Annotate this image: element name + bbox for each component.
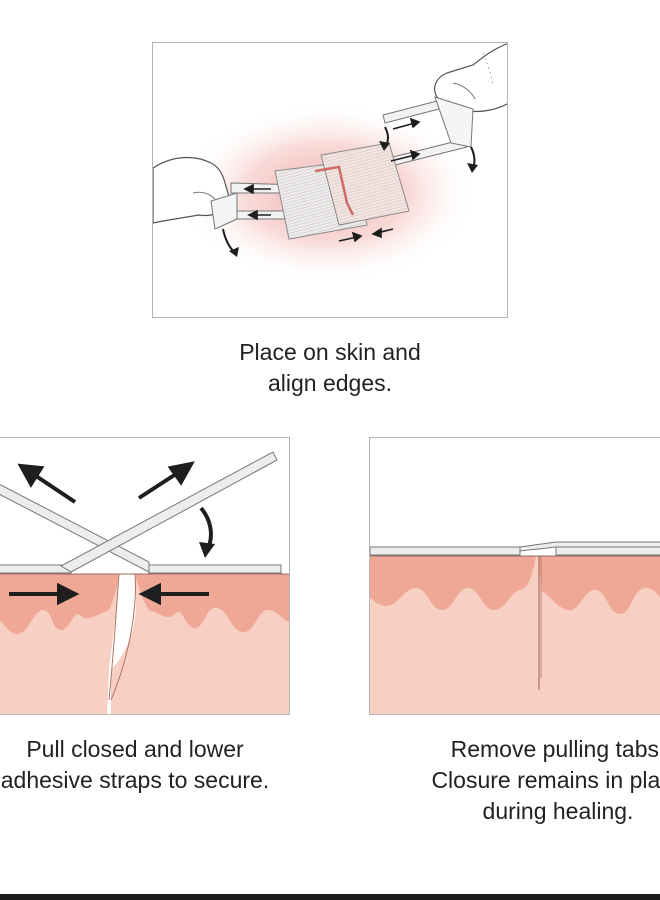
- step-1-caption-line-1: Place on skin and: [239, 339, 421, 365]
- right-hand: [434, 43, 507, 113]
- step-2-caption-line-1: Pull closed and lower: [26, 736, 244, 762]
- curved-down-arrow: [199, 506, 213, 547]
- bottom-bar: [0, 894, 660, 900]
- strap-right-to-left: [59, 451, 278, 573]
- step-3-illustration: [369, 437, 660, 715]
- wound-line: [314, 165, 355, 216]
- step-2-caption: Pull closed and lower adhesive straps to…: [0, 734, 370, 796]
- strap-pad-right: [148, 564, 282, 574]
- step-1-caption-line-2: align edges.: [267, 370, 393, 396]
- strap-pad-left: [0, 564, 72, 574]
- strap-pad-right: [555, 546, 660, 556]
- step-1-illustration: [152, 42, 508, 318]
- step-2-illustration: [0, 437, 290, 715]
- strap-bridge: [519, 541, 660, 552]
- strap-pad-left: [370, 546, 521, 556]
- step-3-caption-line-3: during healing.: [482, 798, 634, 824]
- step-3-caption-line-1: Remove pulling tabs.: [450, 736, 660, 762]
- step-2-caption-line-2: adhesive straps to secure.: [0, 767, 270, 793]
- step-3-caption-line-2: Closure remains in place: [431, 767, 660, 793]
- skin-surface: [370, 556, 660, 614]
- step-1-caption: Place on skin and align edges.: [170, 337, 490, 399]
- step-3-caption: Remove pulling tabs. Closure remains in …: [373, 734, 660, 827]
- skin-surface: [0, 574, 119, 634]
